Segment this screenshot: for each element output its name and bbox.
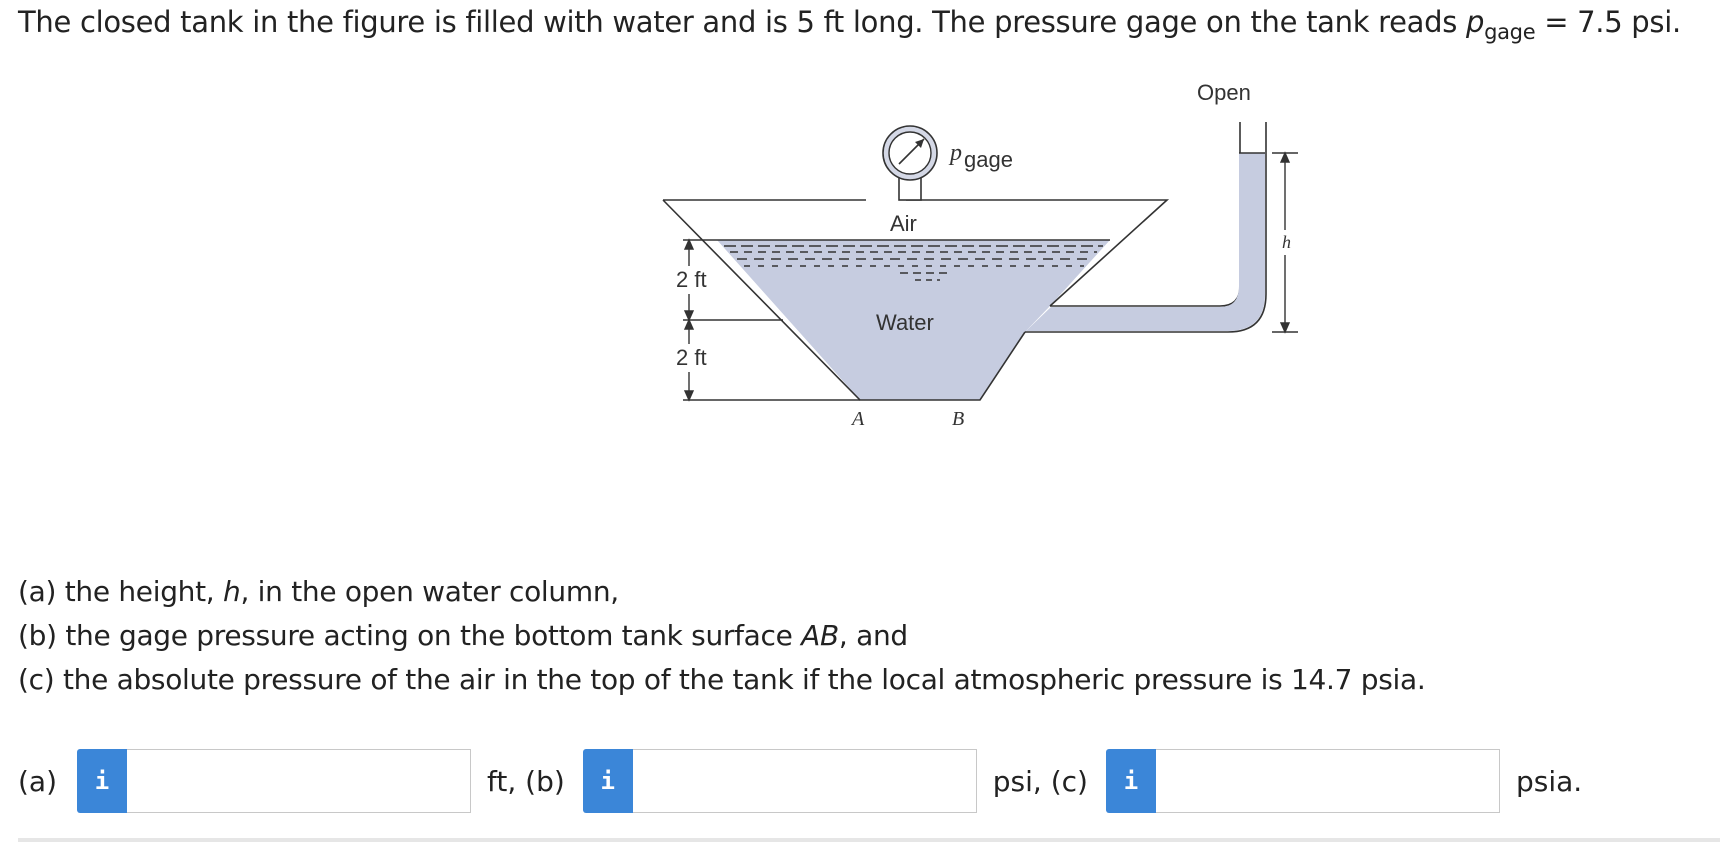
answer-b-input[interactable] bbox=[632, 749, 977, 813]
label-dim-upper: 2 ft bbox=[676, 267, 707, 292]
p-gage-symbol: p bbox=[1465, 5, 1485, 39]
label-b: B bbox=[952, 408, 964, 430]
answer-a-label: (a) bbox=[18, 764, 58, 798]
intro-end: = 7.5 psi. bbox=[1535, 5, 1681, 39]
var-h: h bbox=[223, 575, 241, 608]
water-surface-lines bbox=[717, 239, 1110, 281]
label-pgage-p: p bbox=[948, 140, 962, 166]
h-dimension bbox=[1272, 151, 1298, 334]
label-a: A bbox=[850, 408, 865, 430]
intro-start: The closed tank in the figure is filled … bbox=[18, 5, 1466, 39]
tank-outline bbox=[662, 199, 1170, 401]
info-button-b[interactable]: i bbox=[582, 749, 633, 813]
question-list: (a) the height, h, in the open water col… bbox=[18, 570, 1426, 702]
label-open: Open bbox=[1197, 80, 1251, 105]
tank-diagram: Open p gage Air Water h 2 ft 2 ft A B bbox=[662, 80, 1298, 430]
p-gage-subscript: gage bbox=[1484, 20, 1536, 44]
bottom-divider bbox=[18, 838, 1720, 842]
answer-a-unit: ft, (b) bbox=[487, 764, 565, 798]
answer-c-unit: psia. bbox=[1515, 764, 1583, 798]
depth-dimensions bbox=[683, 238, 860, 402]
answer-row: (a) i ft, (b) i psi, (c) i psia. bbox=[18, 748, 1600, 814]
label-h: h bbox=[1282, 232, 1291, 252]
question-a: (a) the height, h, in the open water col… bbox=[18, 575, 619, 608]
pressure-gage-icon bbox=[882, 125, 938, 201]
label-pgage-sub: gage bbox=[964, 147, 1013, 172]
answer-b-unit: psi, (c) bbox=[992, 764, 1088, 798]
answer-a-input[interactable] bbox=[127, 749, 472, 813]
side-pipe bbox=[1025, 122, 1267, 333]
question-b: (b) the gage pressure acting on the bott… bbox=[18, 619, 908, 652]
var-ab: AB bbox=[801, 619, 839, 652]
label-dim-lower: 2 ft bbox=[676, 345, 707, 370]
answer-c-input[interactable] bbox=[1155, 749, 1500, 813]
tank-figure: Open p gage Air Water h 2 ft 2 ft A B bbox=[662, 80, 1400, 480]
water-region bbox=[717, 240, 1110, 400]
question-c: (c) the absolute pressure of the air in … bbox=[18, 663, 1426, 696]
info-button-c[interactable]: i bbox=[1105, 749, 1156, 813]
problem-statement: The closed tank in the figure is filled … bbox=[18, 2, 1681, 52]
info-button-a[interactable]: i bbox=[77, 749, 128, 813]
label-water: Water bbox=[876, 310, 934, 335]
label-air: Air bbox=[890, 211, 917, 236]
manometer-water bbox=[1026, 153, 1265, 331]
